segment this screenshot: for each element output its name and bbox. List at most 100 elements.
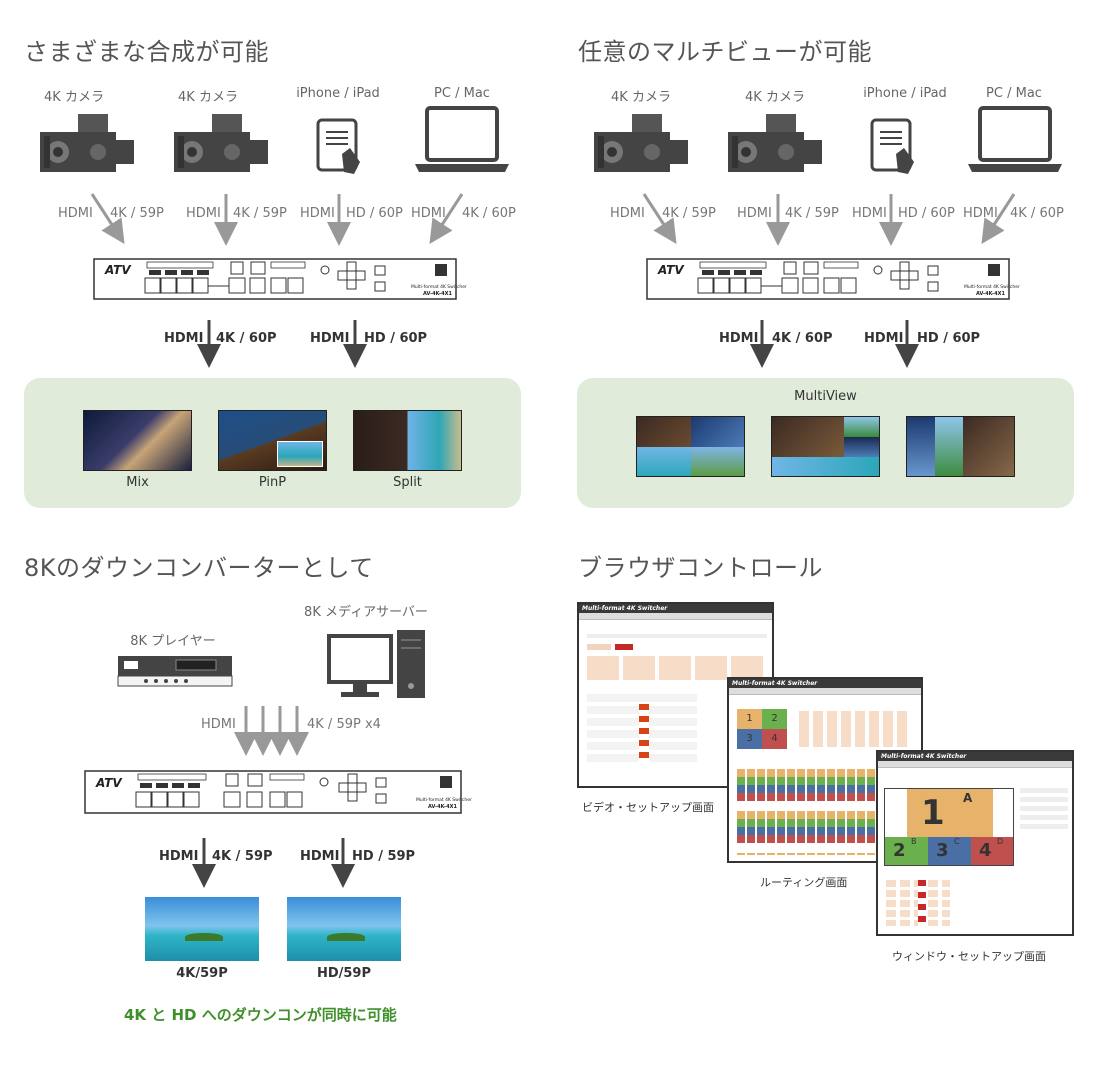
camera-icon bbox=[728, 114, 822, 172]
section-title-downconverter: 8Kのダウンコンバーターとして bbox=[24, 554, 374, 582]
output-port-label: HDMI bbox=[164, 331, 204, 346]
arrow-format-label: HD / 60P bbox=[346, 206, 403, 221]
switcher-device: ATV Multi-format 4K Switcher AV-4K-4X1 bbox=[93, 258, 467, 300]
pinp-inset bbox=[277, 441, 323, 467]
device-brand: ATV bbox=[657, 263, 685, 277]
switcher-device: ATV Multi-format 4K Switcher AV-4K-4X1 bbox=[646, 258, 1020, 300]
arrow-format-label: 4K / 59P bbox=[785, 206, 839, 221]
window-big-cell: 4 bbox=[971, 837, 1013, 865]
input-arrows bbox=[90, 193, 464, 246]
output-label: 4K/59P bbox=[176, 966, 228, 981]
screenshot-header: Multi-format 4K Switcher bbox=[878, 752, 1072, 761]
screenshot-caption: ビデオ・セットアップ画面 bbox=[582, 801, 714, 814]
arrow-port-label: HDMI bbox=[411, 206, 446, 221]
arrow-port-label: HDMI bbox=[186, 206, 221, 221]
screenshot-caption: ルーティング画面 bbox=[760, 876, 848, 889]
window-big-cell: 2 bbox=[885, 837, 928, 865]
device-model: AV-4K-4X1 bbox=[423, 291, 452, 297]
device-model: AV-4K-4X1 bbox=[428, 804, 457, 810]
output-arrows bbox=[750, 320, 919, 368]
arrow-port-label: HDMI bbox=[852, 206, 887, 221]
multiview-columns-thumbnail bbox=[906, 416, 1015, 477]
device-name: Multi-format 4K Switcher bbox=[964, 284, 1020, 290]
output-port-label: HDMI bbox=[300, 849, 340, 864]
arrow-format-label: 4K / 60P bbox=[1010, 206, 1064, 221]
source-label: iPhone / iPad bbox=[863, 86, 947, 101]
output-arrows bbox=[192, 838, 355, 888]
section-title-browser: ブラウザコントロール bbox=[578, 554, 823, 582]
mix-thumbnail bbox=[83, 410, 192, 471]
source-label: PC / Mac bbox=[986, 86, 1042, 101]
screenshot-caption: ウィンドウ・セットアップ画面 bbox=[892, 950, 1046, 963]
source-label: iPhone / iPad bbox=[296, 86, 380, 101]
arrow-port-label: HDMI bbox=[300, 206, 335, 221]
output-arrows bbox=[197, 320, 367, 368]
arrow-format-label: 4K / 59P x4 bbox=[307, 717, 381, 732]
input-arrows bbox=[642, 193, 1016, 246]
tablet-icon bbox=[316, 118, 360, 174]
multiview-label: MultiView bbox=[794, 389, 857, 404]
arrow-port-label: HDMI bbox=[201, 717, 236, 732]
laptop-icon bbox=[415, 106, 509, 172]
window-cell: 4 bbox=[762, 729, 787, 749]
multiview-quad-thumbnail bbox=[636, 416, 745, 477]
arrow-format-label: 4K / 59P bbox=[662, 206, 716, 221]
arrow-format-label: 4K / 59P bbox=[110, 206, 164, 221]
downconvert-note: 4K と HD へのダウンコンが同時に可能 bbox=[124, 1006, 397, 1024]
device-name: Multi-format 4K Switcher bbox=[411, 284, 467, 290]
output-format-label: HD / 59P bbox=[352, 849, 416, 864]
pinp-thumbnail bbox=[218, 410, 327, 471]
device-brand: ATV bbox=[104, 263, 132, 277]
screenshot-header: Multi-format 4K Switcher bbox=[579, 604, 772, 613]
window-cell: 1 bbox=[737, 709, 762, 729]
camera-icon bbox=[594, 114, 688, 172]
mode-label: Mix bbox=[126, 475, 149, 490]
camera-icon bbox=[174, 114, 268, 172]
media-player-icon bbox=[117, 656, 233, 687]
output-format-label: 4K / 60P bbox=[216, 331, 277, 346]
arrow-format-label: 4K / 60P bbox=[462, 206, 516, 221]
window-big-cell: 1 bbox=[907, 789, 993, 837]
arrow-port-label: HDMI bbox=[737, 206, 772, 221]
split-thumbnail bbox=[353, 410, 462, 471]
source-label: PC / Mac bbox=[434, 86, 490, 101]
tablet-icon bbox=[870, 118, 914, 174]
window-cell: 3 bbox=[737, 729, 762, 749]
arrow-port-label: HDMI bbox=[58, 206, 93, 221]
screenshot-header: Multi-format 4K Switcher bbox=[729, 679, 921, 688]
arrow-port-label: HDMI bbox=[610, 206, 645, 221]
output-label: HD/59P bbox=[316, 966, 372, 981]
source-label: 4K カメラ bbox=[611, 90, 671, 105]
player-label: 8K プレイヤー bbox=[130, 634, 216, 649]
output-format-label: HD / 60P bbox=[364, 331, 428, 346]
4k-output-thumbnail bbox=[145, 897, 259, 961]
window-setup-screenshot: Multi-format 4K Switcher 1 A 2 B 3 C 4 D bbox=[876, 750, 1074, 936]
source-label: 4K カメラ bbox=[178, 90, 238, 105]
camera-icon bbox=[40, 114, 134, 172]
window-letter: A bbox=[963, 791, 973, 805]
window-letter: C bbox=[954, 837, 960, 846]
window-cell: 2 bbox=[762, 709, 787, 729]
source-label: 4K カメラ bbox=[44, 90, 104, 105]
section-title-composite: さまざまな合成が可能 bbox=[24, 38, 269, 66]
output-port-label: HDMI bbox=[719, 331, 759, 346]
arrow-format-label: 4K / 59P bbox=[233, 206, 287, 221]
media-server-icon bbox=[327, 630, 425, 698]
output-port-label: HDMI bbox=[310, 331, 350, 346]
input-arrows bbox=[234, 706, 309, 756]
arrow-port-label: HDMI bbox=[963, 206, 998, 221]
multiview-pip-thumbnail bbox=[771, 416, 880, 477]
section-title-multiview: 任意のマルチビューが可能 bbox=[578, 38, 872, 66]
device-brand: ATV bbox=[95, 776, 123, 790]
output-format-label: 4K / 59P bbox=[212, 849, 273, 864]
mode-label: Split bbox=[393, 475, 422, 490]
window-letter: D bbox=[997, 837, 1004, 846]
output-port-label: HDMI bbox=[864, 331, 904, 346]
hd-output-thumbnail bbox=[287, 897, 401, 961]
device-name: Multi-format 4K Switcher bbox=[416, 797, 472, 803]
device-model: AV-4K-4X1 bbox=[976, 291, 1005, 297]
switcher-device: ATV Multi-format 4K Switcher AV-4K-4X1 bbox=[84, 770, 472, 814]
source-label: 4K カメラ bbox=[745, 90, 805, 105]
arrow-format-label: HD / 60P bbox=[898, 206, 955, 221]
window-big-cell: 3 bbox=[928, 837, 971, 865]
